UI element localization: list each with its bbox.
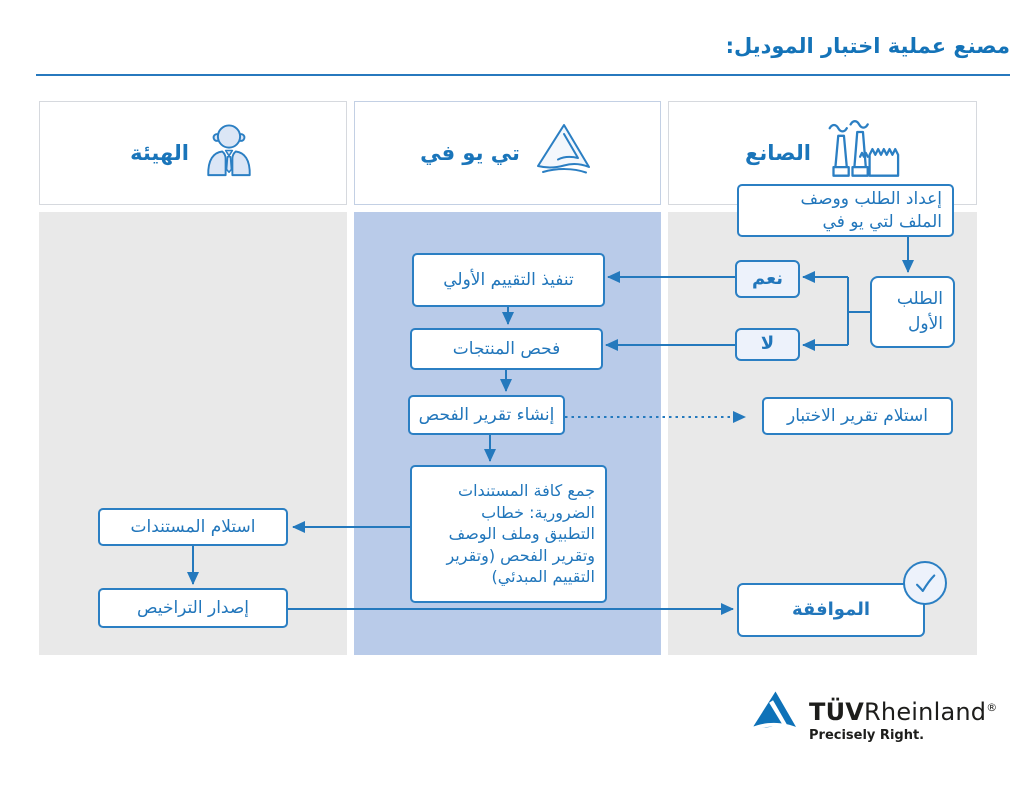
lane-header-tuv: تي يو في <box>354 101 661 205</box>
tuv-rheinland-logo: TÜVRheinland® Precisely Right. <box>752 690 997 743</box>
logo-text-block: TÜVRheinland® Precisely Right. <box>809 699 997 744</box>
lane-label-tuv: تي يو في <box>420 141 520 165</box>
node-collect-documents: جمع كافة المستندات الضرورية: خطاب التطبي… <box>410 465 607 603</box>
node-receive-documents: استلام المستندات <box>98 508 288 546</box>
registered-trademark-icon: ® <box>986 701 998 714</box>
node-first-request: الطلب الأول <box>870 276 955 348</box>
node-create-report: إنشاء تقرير الفحص <box>408 395 565 435</box>
logo-rheinland: Rheinland <box>864 698 987 726</box>
page-title: مصنع عملية اختبار الموديل: <box>725 34 1010 58</box>
node-initial-assessment: تنفيذ التقييم الأولي <box>412 253 605 307</box>
node-yes: نعم <box>735 260 800 298</box>
node-product-inspection: فحص المنتجات <box>410 328 603 370</box>
lane-label-manufacturer: الصانع <box>745 141 811 165</box>
lane-header-authority: الهيئة <box>39 101 347 205</box>
node-no: لا <box>735 328 800 361</box>
person-icon <box>202 123 256 183</box>
logo-tuv: TÜV <box>809 698 865 726</box>
logo-tagline: Precisely Right. <box>809 728 925 744</box>
node-approval: الموافقة <box>737 583 925 637</box>
lane-label-authority: الهيئة <box>130 141 189 165</box>
logo-wordmark: TÜVRheinland® <box>809 699 997 725</box>
approval-check-icon <box>903 561 947 605</box>
node-prepare-request: إعداد الطلب ووصف الملف لتي يو في <box>737 184 954 237</box>
node-receive-test-report: استلام تقرير الاختبار <box>762 397 953 435</box>
title-underline <box>36 74 1010 76</box>
tuv-triangle-icon <box>533 122 595 184</box>
factory-icon <box>824 120 900 186</box>
node-issue-licenses: إصدار التراخيص <box>98 588 288 628</box>
tuv-logo-triangle-icon <box>752 690 799 742</box>
